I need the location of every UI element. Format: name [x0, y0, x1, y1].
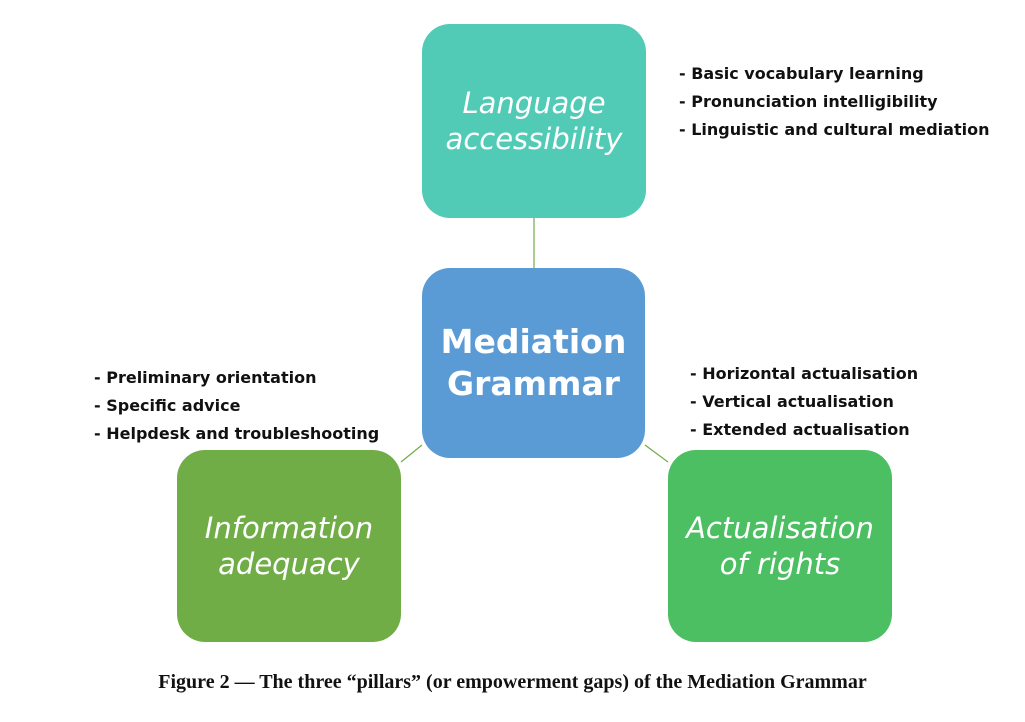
figure-caption: Figure 2 — The three “pillars” (or empow…: [158, 671, 867, 693]
bullet-item: Preliminary orientation: [94, 364, 379, 392]
bullet-item: Linguistic and cultural mediation: [679, 116, 989, 144]
bullet-item: Basic vocabulary learning: [679, 60, 989, 88]
pillar-label-line: of rights: [719, 547, 841, 581]
center-label-line: Mediation: [440, 322, 627, 361]
pillar-information-adequacy: Information adequacy: [177, 450, 401, 642]
center-label-line: Grammar: [447, 364, 620, 403]
pillar-label-line: accessibility: [445, 122, 623, 156]
pillar-language-accessibility: Language accessibility: [422, 24, 646, 218]
bullet-item: Helpdesk and troubleshooting: [94, 420, 379, 448]
bullet-item: Horizontal actualisation: [690, 360, 918, 388]
center-mediation-grammar: Mediation Grammar: [422, 268, 645, 458]
connector-center-to-information: [400, 444, 423, 463]
bullet-item: Pronunciation intelligibility: [679, 88, 989, 116]
pillar-label-line: Actualisation: [686, 511, 874, 545]
pillar-actualisation-of-rights: Actualisation of rights: [668, 450, 892, 642]
connector-center-to-rights: [644, 444, 669, 463]
bullet-list-rights: Horizontal actualisation Vertical actual…: [690, 360, 918, 444]
bullet-item: Vertical actualisation: [690, 388, 918, 416]
bullet-item: Specific advice: [94, 392, 379, 420]
pillar-label-line: Language: [462, 86, 606, 120]
bullet-item: Extended actualisation: [690, 416, 918, 444]
pillar-label-line: adequacy: [218, 547, 360, 581]
bullet-list-language: Basic vocabulary learning Pronunciation …: [679, 60, 989, 144]
pillar-label-line: Information: [204, 511, 374, 545]
bullet-list-information: Preliminary orientation Specific advice …: [94, 364, 379, 448]
